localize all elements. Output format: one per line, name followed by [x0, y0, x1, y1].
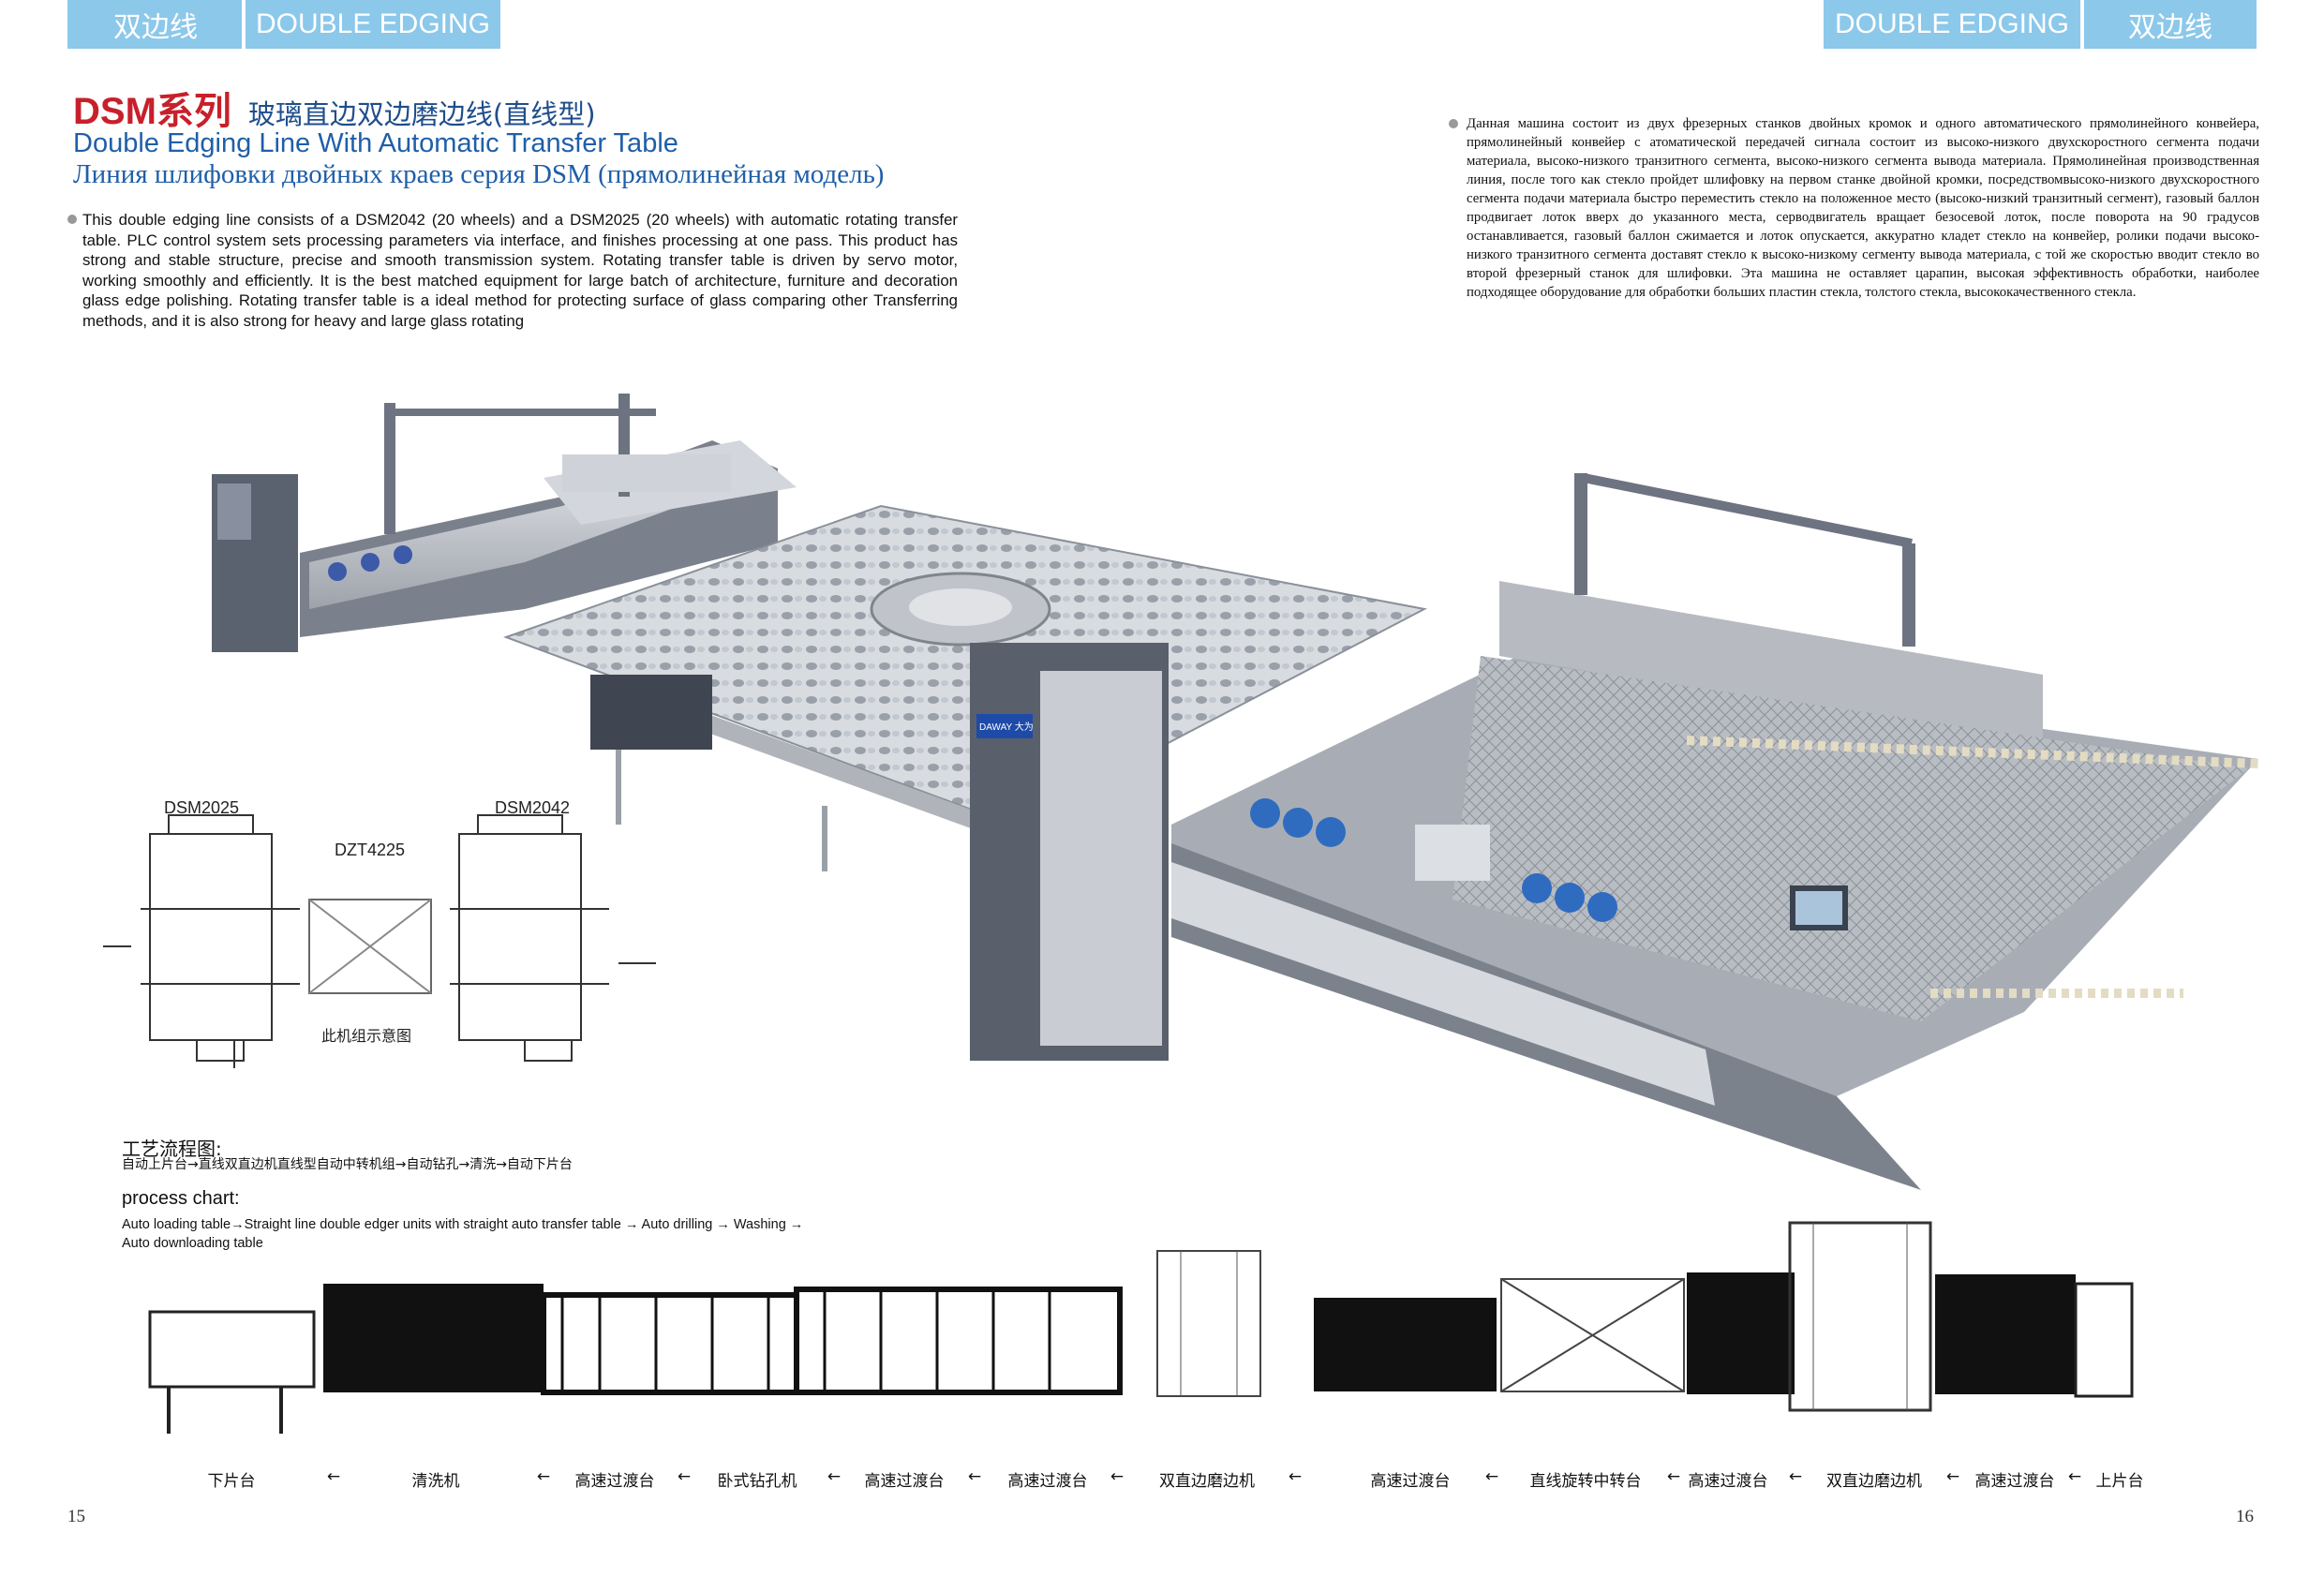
station-label: 清洗机 — [411, 1472, 460, 1491]
flow-arrow: ← — [536, 1467, 551, 1486]
header-tag-right-en: DOUBLE EDGING — [1824, 0, 2080, 49]
flow-arrow: ← — [1666, 1467, 1681, 1486]
flow-arrow: ← — [326, 1467, 341, 1486]
title-cn: 玻璃直边双边磨边线(直线型) — [247, 98, 596, 130]
flow-arrow: ← — [1288, 1467, 1303, 1486]
bullet-icon — [67, 215, 77, 224]
flow-arrow: ← — [827, 1467, 842, 1486]
layout-schematic — [103, 814, 656, 1068]
header-divider — [242, 0, 246, 49]
left-edging-machine — [212, 394, 797, 652]
process-title-cn: 工艺流程图: — [122, 1138, 222, 1160]
station-label: 高速过渡台 — [1007, 1472, 1088, 1491]
layout-caption: 此机组示意图 — [321, 1027, 412, 1045]
flow-arrow: ← — [1110, 1467, 1125, 1486]
flow-arrow: ← — [2067, 1467, 2082, 1486]
flow-arrow: ← — [1788, 1467, 1803, 1486]
station-label: 上片台 — [2095, 1472, 2144, 1491]
title-ru: Линия шлифовки двойных краев серия DSM (… — [73, 159, 885, 189]
description-en: This double edging line consists of a DS… — [82, 211, 958, 330]
layout-center-model: DZT4225 — [335, 841, 406, 859]
process-line-drawing — [148, 1221, 2134, 1434]
station-label: 双直边磨边机 — [1159, 1472, 1255, 1491]
bullet-icon — [1449, 119, 1458, 128]
transfer-table — [503, 504, 1428, 871]
flow-arrow: ← — [677, 1467, 692, 1486]
flow-arrow: ← — [1484, 1467, 1499, 1486]
station-label: 卧式钻孔机 — [717, 1472, 797, 1491]
series-title: DSM系列 — [73, 91, 231, 132]
right-edging-machine — [970, 473, 2259, 1190]
flow-arrow: ← — [1945, 1467, 1960, 1486]
station-label: 高速过渡台 — [1370, 1472, 1451, 1491]
station-label: 高速过渡台 — [864, 1472, 945, 1491]
flow-arrow: ← — [967, 1467, 982, 1486]
station-label: 下片台 — [207, 1472, 256, 1491]
layout-right-model: DSM2042 — [495, 798, 571, 817]
page-number-right: 16 — [2236, 1507, 2254, 1526]
header-tag-right-cn: 双边线 — [2084, 0, 2257, 49]
title-en: Double Edging Line With Automatic Transf… — [73, 128, 678, 158]
header-tag-left-cn: 双边线 — [67, 0, 244, 49]
station-label: 直线旋转中转台 — [1529, 1472, 1642, 1491]
header-tag-left-en: DOUBLE EDGING — [246, 0, 500, 49]
description-ru: Данная машина состоит из двух фрезерных … — [1467, 116, 2259, 300]
station-label: 高速过渡台 — [1974, 1472, 2055, 1491]
process-text-cn: 自动上片台→直线双直边机直线型自动中转机组→自动钻孔→清洗→自动下片台 — [122, 1157, 573, 1172]
brand-plate: DAWAY 大为 — [979, 722, 1034, 733]
station-label: 高速过渡台 — [1688, 1472, 1768, 1491]
process-title-en: process chart: — [122, 1188, 240, 1209]
station-label: 高速过渡台 — [574, 1472, 655, 1491]
station-label: 双直边磨边机 — [1826, 1472, 1922, 1491]
title-row: DSM系列 玻璃直边双边磨边线(直线型) — [73, 81, 596, 135]
header-divider — [2080, 0, 2084, 49]
process-text-en: Auto loading table→Straight line double … — [122, 1217, 804, 1251]
layout-left-model: DSM2025 — [164, 798, 240, 817]
page-number-left: 15 — [67, 1507, 85, 1526]
